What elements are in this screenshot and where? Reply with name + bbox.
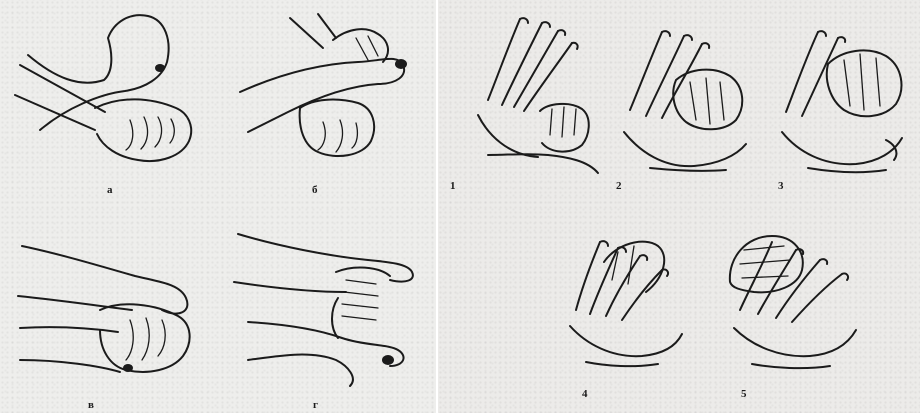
figure-1-caption: 1 <box>450 181 456 192</box>
right-panel: 1 2 <box>438 0 920 413</box>
left-panel: а б <box>0 0 436 413</box>
figure-4-caption: 4 <box>582 389 588 400</box>
figure-g-drawing <box>218 210 436 390</box>
figure-5-drawing <box>710 222 870 390</box>
figure-2-caption: 2 <box>616 181 622 192</box>
figure-3-drawing <box>768 20 918 195</box>
figure-2-drawing <box>610 20 760 195</box>
figure-v-caption: в <box>88 400 94 411</box>
figure-1-drawing <box>458 5 608 190</box>
figure-5-caption: 5 <box>741 389 747 400</box>
figure-g-caption: г <box>313 400 318 411</box>
figure-a-caption: а <box>107 185 113 196</box>
figure-a-drawing <box>0 0 218 180</box>
figure-3-caption: 3 <box>778 181 784 192</box>
figure-b-drawing <box>218 0 436 180</box>
figure-b-caption: б <box>312 185 318 196</box>
figure-v-drawing <box>0 210 218 390</box>
figure-4-drawing <box>546 222 696 390</box>
